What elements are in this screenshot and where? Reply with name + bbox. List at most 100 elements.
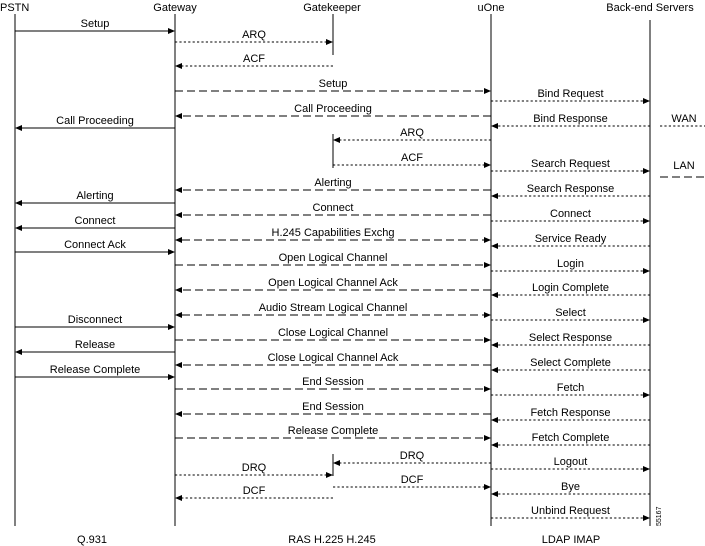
protocol-q931: Q.931	[77, 534, 107, 546]
message-26: Select	[491, 307, 650, 323]
message-label: Login	[557, 258, 584, 270]
message-label: End Session	[302, 401, 364, 413]
message-28: Close Logical Channel	[175, 327, 491, 343]
participant-headers: PSTN Gateway Gatekeeper uOne Back-end Server…	[0, 2, 694, 14]
message-arrowhead	[643, 268, 650, 274]
message-arrowhead	[643, 392, 650, 398]
message-label: Call Proceeding	[294, 103, 372, 115]
message-label: Bind Request	[537, 88, 603, 100]
message-30: Release	[15, 339, 175, 355]
message-label: Setup	[81, 18, 110, 30]
message-arrowhead	[491, 292, 498, 298]
message-arrowhead	[484, 386, 491, 392]
message-label: Fetch Complete	[532, 432, 610, 444]
message-17: Connect	[15, 215, 175, 231]
message-25: Audio Stream Logical Channel	[175, 302, 491, 318]
message-label: Fetch	[557, 382, 585, 394]
message-arrowhead	[643, 466, 650, 472]
message-arrowhead	[326, 472, 333, 478]
network-lan: LAN	[660, 160, 705, 178]
message-4: Setup	[175, 78, 491, 94]
message-arrowhead	[491, 417, 498, 423]
message-arrowhead	[484, 337, 491, 343]
message-arrowhead	[484, 435, 491, 441]
message-label: Alerting	[314, 177, 351, 189]
message-39: Fetch Complete	[491, 432, 650, 448]
message-label: Fetch Response	[530, 407, 610, 419]
message-1: Setup	[15, 18, 175, 34]
message-label: Open Logical Channel Ack	[268, 277, 398, 289]
participant-be: Back-end Servers	[606, 2, 694, 14]
protocol-ras-h225-h245: RAS H.225 H.245	[288, 534, 375, 546]
message-label: DCF	[243, 485, 266, 497]
message-33: Release Complete	[15, 364, 175, 380]
message-label: Close Logical Channel	[278, 327, 388, 339]
message-label: DCF	[401, 474, 424, 486]
message-label: Bye	[561, 481, 580, 493]
lifelines	[14, 14, 651, 526]
message-21: Open Logical Channel	[175, 252, 491, 268]
message-label: Bind Response	[533, 113, 608, 125]
message-label: ARQ	[400, 127, 424, 139]
message-label: DRQ	[242, 462, 267, 474]
message-44: DCF	[175, 485, 333, 501]
message-label: Connect	[550, 208, 591, 220]
message-18: H.245 Capabilities Exchg	[175, 227, 491, 243]
message-label: Connect	[75, 215, 116, 227]
message-label: End Session	[302, 376, 364, 388]
message-label: Disconnect	[68, 314, 122, 326]
message-arrowhead	[491, 491, 498, 497]
message-36: End Session	[175, 401, 491, 417]
message-19: Service Ready	[491, 233, 650, 249]
message-label: ACF	[243, 53, 265, 65]
message-32: Select Complete	[491, 357, 650, 373]
message-label: H.245 Capabilities Exchg	[272, 227, 395, 239]
message-arrowhead	[643, 515, 650, 521]
message-3: ACF	[175, 53, 333, 69]
message-45: Bye	[491, 481, 650, 497]
network-label: WAN	[671, 113, 696, 125]
message-22: Login	[491, 258, 650, 274]
message-label: Login Complete	[532, 282, 609, 294]
message-arrowhead	[168, 374, 175, 380]
message-label: Release Complete	[288, 425, 379, 437]
message-6: Call Proceeding	[175, 103, 491, 119]
message-label: Alerting	[76, 190, 113, 202]
message-34: End Session	[175, 376, 491, 392]
message-arrowhead	[491, 193, 498, 199]
message-label: Select Complete	[530, 357, 611, 369]
message-label: Call Proceeding	[56, 115, 134, 127]
participant-gk: Gatekeeper	[303, 2, 361, 14]
message-8: Bind Response	[491, 113, 650, 129]
message-arrowhead-back	[175, 237, 182, 243]
message-29: Select Response	[491, 332, 650, 348]
message-arrowhead	[15, 349, 22, 355]
participant-gw: Gateway	[153, 2, 197, 14]
message-13: Search Response	[491, 183, 650, 199]
message-label: ACF	[401, 152, 423, 164]
message-9: ARQ	[333, 127, 491, 143]
participant-pstn: PSTN	[0, 2, 29, 14]
message-arrowhead	[484, 88, 491, 94]
message-38: Release Complete	[175, 425, 491, 441]
message-46: Unbind Request	[491, 505, 650, 521]
message-label: Unbind Request	[531, 505, 610, 517]
participant-uone: uOne	[478, 2, 505, 14]
figure-number: 55167	[656, 506, 663, 526]
network-label: LAN	[673, 160, 694, 172]
message-2: ARQ	[175, 29, 333, 45]
message-arrowhead	[333, 137, 340, 143]
message-arrowhead	[168, 324, 175, 330]
message-31: Close Logical Channel Ack	[175, 352, 491, 368]
message-10: ACF	[333, 152, 491, 168]
message-11: Search Request	[491, 158, 650, 174]
message-arrowhead	[484, 262, 491, 268]
message-arrowhead	[168, 28, 175, 34]
message-40: DRQ	[333, 450, 491, 466]
message-arrowhead	[484, 162, 491, 168]
message-arrowhead	[643, 317, 650, 323]
message-arrowhead	[643, 168, 650, 174]
message-14: Alerting	[15, 190, 175, 206]
message-43: DCF	[333, 474, 491, 490]
